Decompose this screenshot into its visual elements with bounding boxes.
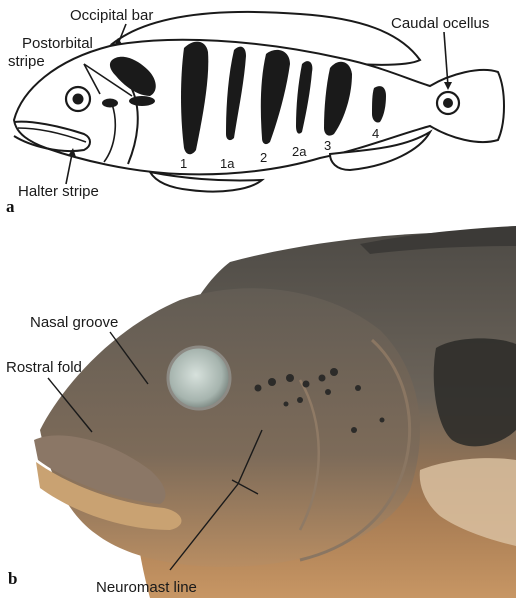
halter-stripe-leader (66, 154, 72, 184)
panel-a: Occipital bar Postorbital stripe Caudal … (6, 7, 504, 216)
bar-number-2: 2 (260, 150, 267, 165)
bar-number-3: 3 (324, 138, 331, 153)
postorbital-stripe-label-line1: Postorbital (22, 35, 93, 52)
panel-b-letter: b (8, 569, 17, 588)
panel-b: Nasal groove Rostral fold Neuromast line… (6, 226, 516, 598)
postorbital-spot-2 (129, 96, 155, 106)
halter-stripe-label: Halter stripe (18, 183, 99, 200)
bar-number-4: 4 (372, 126, 379, 141)
neuromast-line-label: Neuromast line (96, 579, 197, 596)
eye-pupil (73, 94, 84, 105)
panel-a-letter: a (6, 197, 15, 216)
postorbital-spot-1 (102, 99, 118, 108)
bar-number-1: 1 (180, 156, 187, 171)
bar-number-2a: 2a (292, 144, 307, 159)
bar-number-1a: 1a (220, 156, 235, 171)
caudal-ocellus-center (443, 98, 453, 108)
dark-bar-patch (434, 338, 516, 446)
eye-photo (168, 347, 230, 409)
occipital-bar-label: Occipital bar (70, 7, 153, 24)
postorbital-stripe-label-line2: stripe (8, 53, 45, 70)
nasal-groove-label: Nasal groove (30, 314, 118, 331)
rostral-fold-label: Rostral fold (6, 359, 82, 376)
caudal-ocellus-label: Caudal ocellus (391, 15, 489, 32)
